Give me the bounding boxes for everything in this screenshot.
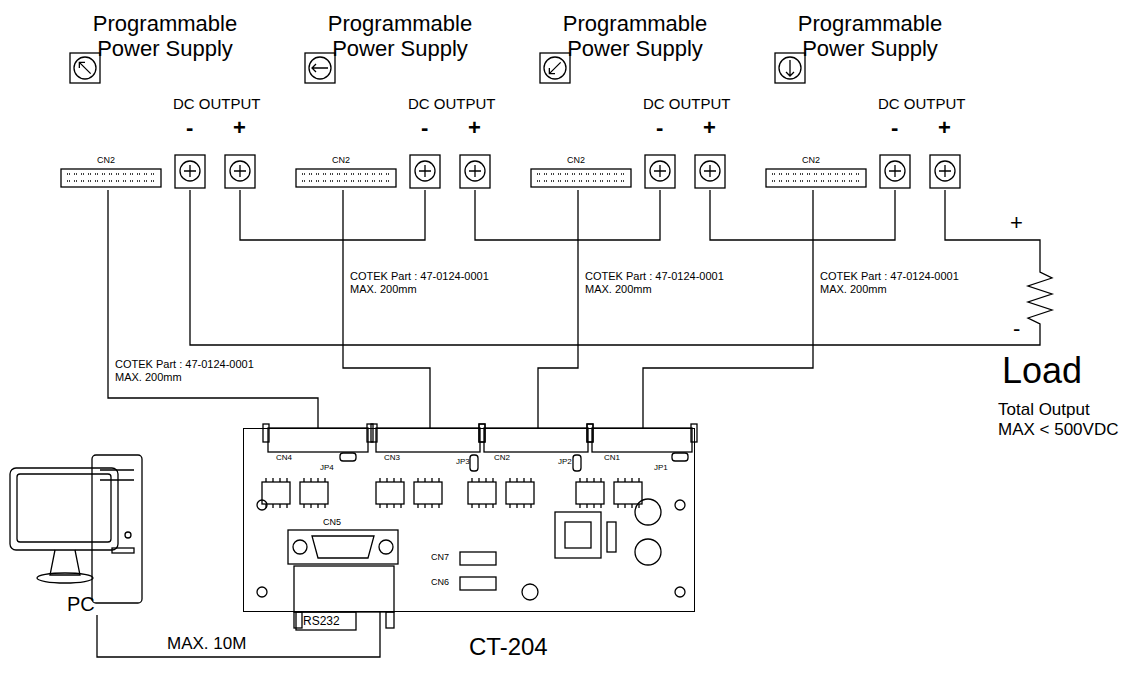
node-text: CN1 bbox=[604, 453, 620, 462]
wire bbox=[945, 190, 1040, 262]
node-text: Programmable Power Supply bbox=[80, 11, 250, 62]
node-text: - bbox=[186, 115, 193, 140]
cable-label: COTEK Part : 47-0124-0001 MAX. 200mm bbox=[583, 270, 737, 296]
power-supply-box: Programmable Power Supply DC OUTPUT CN2 - + bbox=[290, 5, 510, 190]
power-supply-box: Programmable Power Supply DC OUTPUT CN2 - + bbox=[760, 5, 980, 190]
relays bbox=[262, 478, 642, 508]
node-text: CN2 bbox=[332, 155, 350, 165]
relay bbox=[506, 482, 534, 504]
node-text: Programmable Power Supply bbox=[785, 11, 955, 62]
node-text: CN3 bbox=[384, 453, 400, 462]
node-text: Programmable Power Supply bbox=[315, 11, 485, 62]
relay bbox=[614, 482, 642, 504]
node-text: Load bbox=[1002, 350, 1082, 391]
polarity-label: - bbox=[1013, 316, 1020, 341]
wire bbox=[240, 190, 425, 240]
cable-label: COTEK Part : 47-0124-0001 MAX. 200mm bbox=[348, 270, 502, 296]
wire bbox=[710, 190, 895, 240]
node-text: RS232 bbox=[303, 615, 340, 629]
node-text: + bbox=[703, 115, 716, 140]
node-text: - bbox=[891, 115, 898, 140]
relay bbox=[262, 482, 290, 504]
node-text: CN6 bbox=[431, 577, 449, 587]
power-supply-box: Programmable Power Supply DC OUTPUT CN2 - + bbox=[525, 5, 745, 190]
pc-icon bbox=[10, 455, 142, 603]
polarity-label: + bbox=[1010, 210, 1023, 235]
node-text: DC OUTPUT bbox=[173, 95, 261, 112]
node-text: - bbox=[421, 115, 428, 140]
psu-parts bbox=[61, 53, 960, 188]
relay bbox=[376, 482, 404, 504]
node-text: JP1 bbox=[654, 463, 668, 472]
node-text: Programmable Power Supply bbox=[550, 11, 720, 62]
node-text: CT-204 bbox=[469, 633, 548, 661]
node-text: JP4 bbox=[320, 463, 334, 472]
cable-label: COTEK Part : 47-0124-0001 MAX. 200mm bbox=[113, 358, 267, 384]
wire bbox=[538, 190, 578, 428]
node-text: DC OUTPUT bbox=[408, 95, 496, 112]
node-text: CN2 bbox=[567, 155, 585, 165]
cable-label: MAX. 10M bbox=[165, 634, 248, 654]
node-text: CN2 bbox=[494, 453, 510, 462]
pc: PC bbox=[5, 455, 155, 615]
node-text: + bbox=[468, 115, 481, 140]
wire bbox=[108, 190, 318, 428]
resistor-symbol bbox=[1028, 262, 1052, 337]
relay bbox=[414, 482, 442, 504]
node-text: CN7 bbox=[431, 552, 449, 562]
node-text: DC OUTPUT bbox=[878, 95, 966, 112]
cable-label: COTEK Part : 47-0124-0001 MAX. 200mm bbox=[818, 270, 972, 296]
node-text: Total Output MAX < 500VDC bbox=[998, 400, 1123, 439]
load: LoadTotal Output MAX < 500VDC bbox=[1020, 262, 1060, 337]
node-text: + bbox=[938, 115, 951, 140]
node-text: - bbox=[656, 115, 663, 140]
node-text: + bbox=[233, 115, 246, 140]
node-text: CN2 bbox=[97, 155, 115, 165]
relay bbox=[576, 482, 604, 504]
node-text: JP3 bbox=[456, 457, 470, 466]
wire bbox=[343, 190, 430, 428]
node-text: CN5 bbox=[323, 517, 341, 527]
relay bbox=[468, 482, 496, 504]
node-text: DC OUTPUT bbox=[643, 95, 731, 112]
node-text: PC bbox=[67, 593, 95, 616]
wire bbox=[97, 612, 380, 657]
wire bbox=[190, 190, 1040, 345]
board-parts bbox=[257, 424, 697, 630]
relay bbox=[300, 482, 328, 504]
power-supply-box: Programmable Power Supply DC OUTPUT CN2 - + bbox=[55, 5, 275, 190]
wire bbox=[643, 190, 813, 428]
node-text: CN2 bbox=[802, 155, 820, 165]
interface-board: CT-204CN4JP4CN3JP3CN2JP2CN1JP1CN5RS232CN… bbox=[243, 428, 695, 612]
node-text: JP2 bbox=[558, 457, 572, 466]
wire bbox=[475, 190, 660, 240]
node-text: CN4 bbox=[276, 453, 292, 462]
